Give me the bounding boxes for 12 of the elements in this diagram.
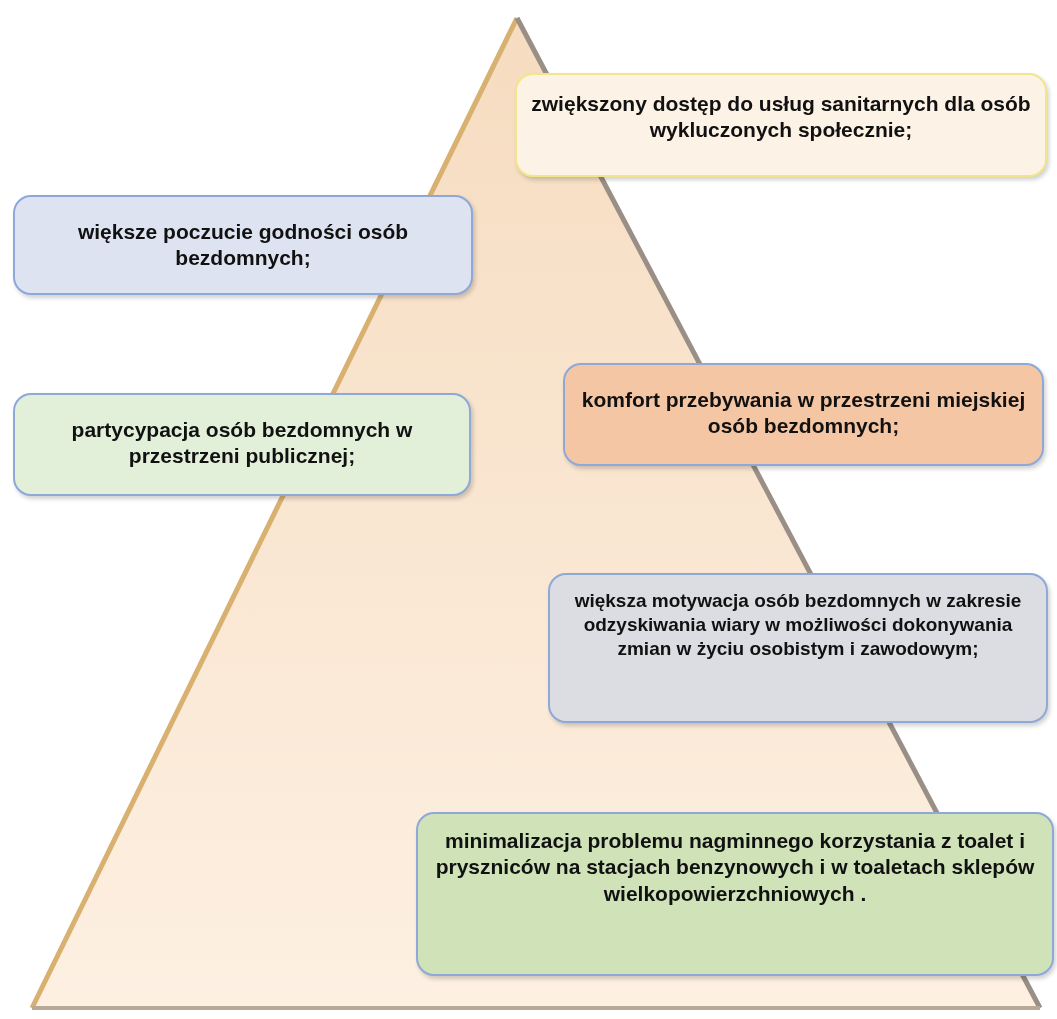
text-box [13, 393, 471, 496]
box-text: większe poczucie godności osób bezdomnych; [76, 219, 410, 272]
box-text: zwiększony dostęp do usług sanitarnych dla osób wykluczonych społecznie; [530, 91, 1032, 144]
text-box [548, 573, 1048, 723]
text-box [515, 73, 1047, 177]
box-text: partycypacja osób bezdomnych w przestrzeni publicznej; [70, 417, 414, 470]
box-text: komfort przebywania w przestrzeni miejskiej osób bezdomnych; [580, 387, 1027, 440]
text-box [13, 195, 473, 295]
box-text: minimalizacja problemu nagminnego korzystania z toalet i pryszniców na stacjach benzynowych i w toaletach sklepów wielkopowierzchniowych . [434, 828, 1036, 907]
text-box [416, 812, 1054, 976]
box-text: większa motywacja osób bezdomnych w zakresie odzyskiwania wiary w możliwości dokonywania zmian w życiu osobistym i zawodowym; [573, 589, 1023, 661]
text-box [563, 363, 1044, 466]
